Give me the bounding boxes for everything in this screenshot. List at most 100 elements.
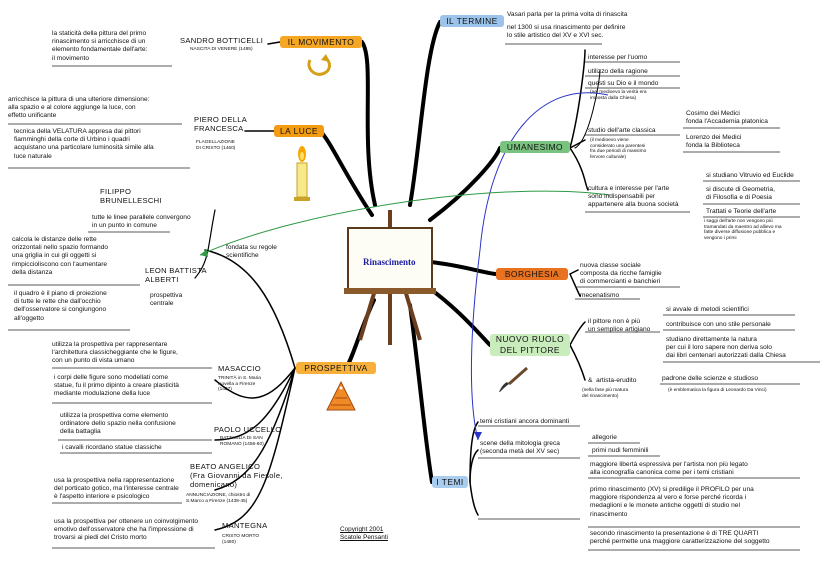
text-line: i corpi delle figure sono modellati come (54, 374, 168, 381)
text-line: Novella a Firenze (218, 381, 256, 387)
branch-il-movimento: IL MOVIMENTO (280, 36, 362, 48)
brunelleschi-description: tutte le linee parallele convergono in u… (92, 214, 191, 230)
text-line: ordinatore dello spazio nella confusione (60, 420, 176, 428)
text-line: rinascimento (590, 510, 628, 518)
branch-umanesimo: UMANESIMO (500, 141, 570, 153)
ruolo-non-artigiano: il pittore non è più un semplice artigia… (588, 318, 650, 334)
branch-i-temi: I TEMI (432, 476, 468, 488)
text-line: (1480) (222, 539, 236, 545)
text-line: ANNUNCIAZIONE, chiostro di (186, 493, 251, 498)
artist-brunelleschi: FILIPPO BRUNELLESCHI (100, 187, 162, 205)
text-line: è l'aspetto interiore e psicologico (54, 493, 150, 501)
easel-icon (344, 210, 436, 345)
text-line: FILIPPO (100, 187, 132, 196)
work-flagellazione: FLAGELLAZIONE DI CRISTO (1460) (196, 140, 235, 151)
temi-tre-quarti: secondo rinascimento la presentazione è … (590, 530, 770, 546)
text-line: del rinascimento) (582, 393, 619, 399)
text-line: primo rinascimento (XV) si predilige il … (590, 486, 754, 493)
text-line: rinascimento si arricchisce di un (52, 38, 146, 46)
text-line: elemento fondamentale dell'arte: (52, 46, 148, 54)
text-line: DI CRISTO (1460) (196, 145, 236, 151)
work-battaglia-san-romano: BATTAGLIA DI SAN ROMANO (1456-60) (220, 436, 264, 447)
text-line: i saggi dell'arte non vengono più (704, 219, 773, 224)
temi-liberta: maggiore libertà espressiva per l'artist… (590, 461, 748, 477)
temi-mitologia: scene della mitologia greca (seconda met… (480, 440, 560, 456)
text-line: emotivo dell'osservatore che ha l'impres… (54, 526, 194, 534)
luce-velatura: tecnica della VELATURA appresa dai pitto… (14, 128, 154, 161)
branch-il-termine: IL TERMINE (440, 15, 504, 27)
text-line: (il medioevo viene (590, 138, 629, 143)
branch-nuovo-ruolo-line1: NUOVO RUOLO (495, 334, 565, 344)
text-line: una griglia in cui gli oggetti si (12, 252, 97, 260)
umanesimo-note-medioevo: (nel medioevo la verità era imposta dall… (590, 90, 647, 101)
ruolo-stile-personale: contribuisce con uno stile personale (666, 321, 771, 328)
umanesimo-note-parentesi: (il medioevo viene considerato una paren… (590, 138, 646, 160)
text-line: (nel medioevo la verità era (590, 90, 647, 95)
branch-borghesia: BORGHESIA (496, 268, 568, 280)
candle-icon (294, 146, 310, 201)
borghesia-description: nuova classe sociale composta da ricche … (580, 262, 662, 287)
umanesimo-arte-classica: studio dell'arte classica (588, 127, 656, 134)
text-line: della battaglia (60, 428, 101, 436)
text-line: dell'osservatore si congiungono (14, 306, 107, 314)
text-line: di commercianti e banchieri (580, 278, 661, 286)
text-line: nuova classe sociale (580, 262, 641, 269)
temi-nudi: primi nudi femminili (592, 447, 649, 454)
trattati-teorie: Trattati e Teorie dell'arte (706, 208, 777, 215)
text-line: fatte diverse diffusione pubblica e (704, 230, 776, 236)
text-line: Vasari parla per la prima volta di rinas… (507, 11, 628, 18)
fondata-regole-scientifiche: fondata su regole scientifiche (226, 244, 277, 260)
text-line: scene della mitologia greca (480, 440, 560, 447)
text-line: CRISTO MORTO (222, 534, 260, 539)
text-line: rimpiccioliscono con l'aumentare (12, 260, 108, 268)
text-line: appartenere alla buona società (588, 201, 679, 209)
text-line: fiamminghi della corte di Urbino i quadr… (14, 136, 130, 144)
artist-beato-angelico: BEATO ANGELICO (Fra Giovanni da Fiesole,… (190, 462, 283, 489)
text-line: domenicano) (190, 480, 238, 489)
text-line: BRUNELLESCHI (100, 196, 162, 205)
uccello-horses: i cavalli ricordano statue classiche (62, 444, 162, 451)
cosimo-medici: Cosimo dei Medici fonda l'Accademia plat… (686, 110, 768, 126)
text-line: Lorenzo dei Medici (686, 134, 742, 141)
artist-alberti: LEON BATTISTA ALBERTI (145, 266, 207, 284)
umanesimo-item-uomo: interesse per l'uomo (588, 54, 648, 61)
rotation-arrow-icon (307, 54, 331, 76)
ruolo-padrone-scienze: padrone delle scienze e studioso (662, 375, 759, 382)
text-line: fonda la Biblioteca (686, 142, 740, 150)
luce-description: arricchisce la pittura di una ulteriore … (8, 96, 149, 121)
text-line: fra due periodi di massimo (590, 149, 647, 155)
text-line: ALBERTI (145, 275, 179, 284)
text-line: orizzontali nello spazio formando (12, 244, 109, 252)
work-nascita-di-venere: NASCITA DI VENERE (1485) (190, 47, 253, 52)
text-line: all'oggetto (14, 314, 44, 322)
text-line: la staticità della pittura del primo (52, 30, 147, 37)
text-line: FRANCESCA (194, 124, 244, 133)
text-line: nel 1300 si usa rinascimento per definir… (507, 24, 626, 32)
text-line: BEATO ANGELICO (190, 462, 261, 471)
text-line: vengono i primi (704, 235, 737, 241)
prospettiva-centrale: prospettiva centrale (150, 292, 182, 308)
text-line: statue, fu il primo dipinto a creare pla… (54, 382, 179, 390)
text-line: tramandati da maestro ad allievo ma (704, 224, 782, 230)
text-line: composta da ricche famiglie (580, 270, 662, 278)
text-line: PIERO DELLA (194, 115, 248, 124)
text-line: scientifiche (226, 252, 259, 260)
alberti-description-plane: il quadro è il piano di proiezione di tu… (14, 290, 107, 323)
text-line: acquistano una particolare luminosità si… (14, 144, 154, 152)
text-line: considerato una parentesi (590, 143, 646, 149)
copyright-notice: Copyright 2001 Scatole Pensanti (340, 526, 388, 542)
text-line: maggiore libertà espressiva per l'artist… (590, 461, 748, 468)
text-line: (seconda metà del XV sec) (480, 448, 560, 456)
paintbrush-icon (499, 366, 528, 392)
work-trinita: TRINITÀ in S. Maria Novella a Firenze (1… (218, 376, 261, 393)
ruolo-note-fase-matura: (nella fase più matura del rinascimento) (582, 388, 628, 399)
text-line: di Filosofia e di Poesia (706, 194, 772, 202)
text-line: (Fra Giovanni da Fiesole, (190, 471, 283, 480)
artist-mantegna: MANTEGNA (222, 521, 268, 530)
text-line: centrale (150, 300, 174, 308)
text-line: trovarsi ai piedi del Cristo morto (54, 534, 147, 542)
text-line: della distanza (12, 268, 53, 276)
text-line: il quadro è il piano di proiezione (14, 290, 107, 297)
branch-la-luce: LA LUCE (274, 125, 324, 137)
umanesimo-note-trattati: i saggi dell'arte non vengono più traman… (704, 219, 782, 241)
